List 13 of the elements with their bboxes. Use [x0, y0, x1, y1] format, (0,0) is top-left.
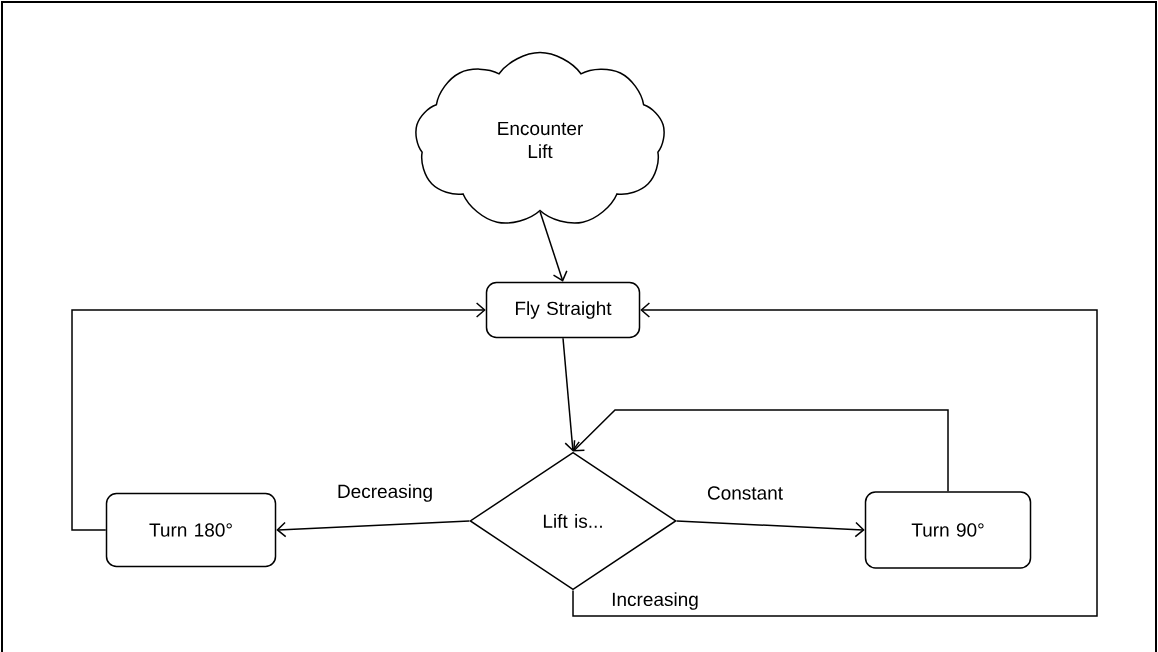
arrow — [675, 520, 865, 538]
arrow — [562, 337, 580, 452]
arrow — [71, 302, 486, 531]
process-box: Turn 180° — [105, 492, 277, 568]
edge-label: Increasing — [610, 591, 700, 611]
arrow — [539, 210, 568, 282]
arrow — [572, 302, 1098, 617]
edge-label: Decreasing — [335, 483, 435, 503]
process-box: Fly Straight — [485, 281, 641, 339]
arrow — [276, 520, 471, 538]
process-box: Turn 90° — [864, 491, 1032, 569]
edge-label: Constant — [706, 485, 785, 501]
arrow — [573, 409, 949, 492]
